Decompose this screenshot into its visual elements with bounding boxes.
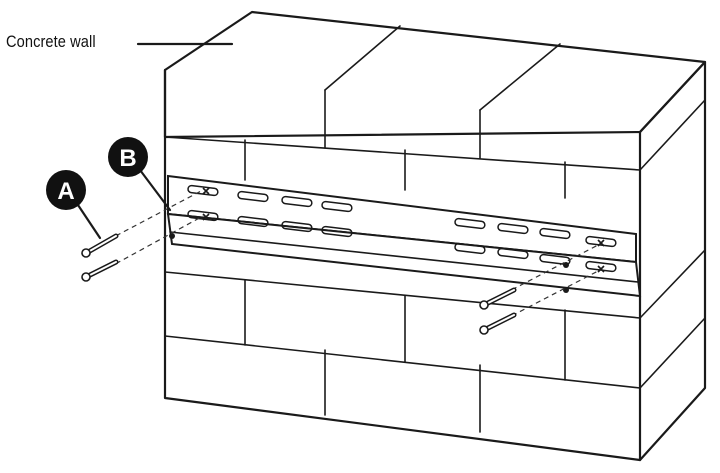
screws-a	[81, 233, 119, 282]
side-course-3	[639, 317, 706, 389]
marker-b-circle	[108, 137, 148, 177]
marker-a: A	[46, 170, 102, 240]
side-course-1	[639, 99, 706, 171]
top-seam-2	[479, 43, 561, 111]
concrete-wall-label: Concrete wall	[6, 32, 96, 51]
screw-right-lower	[479, 312, 517, 335]
wall-top-face	[163, 10, 707, 139]
bracket-hole-left	[169, 233, 175, 239]
marker-a-leader	[76, 203, 102, 240]
screws-right	[479, 287, 517, 335]
screw-a-lower	[81, 259, 119, 282]
screw-right-upper	[479, 287, 517, 310]
bracket-hole-right	[563, 262, 569, 268]
course-line-1	[164, 136, 641, 171]
mounting-bracket	[166, 174, 642, 298]
bracket-fold	[169, 231, 639, 283]
concrete-wall	[163, 10, 707, 462]
side-course-2	[639, 249, 706, 319]
wall-side-face	[638, 60, 707, 462]
course-line-3	[164, 335, 641, 389]
course-line-2	[164, 271, 641, 319]
marker-b: B	[108, 137, 172, 212]
marker-b-leader	[138, 168, 172, 212]
bracket-slots	[187, 184, 617, 273]
top-seam-1	[324, 25, 401, 91]
marker-a-circle	[46, 170, 86, 210]
marker-b-letter: B	[119, 145, 136, 172]
screw-a-upper	[81, 233, 119, 258]
anchor-marks	[202, 187, 605, 273]
bracket-hole-right-low	[563, 287, 569, 293]
marker-a-letter: A	[57, 178, 74, 205]
